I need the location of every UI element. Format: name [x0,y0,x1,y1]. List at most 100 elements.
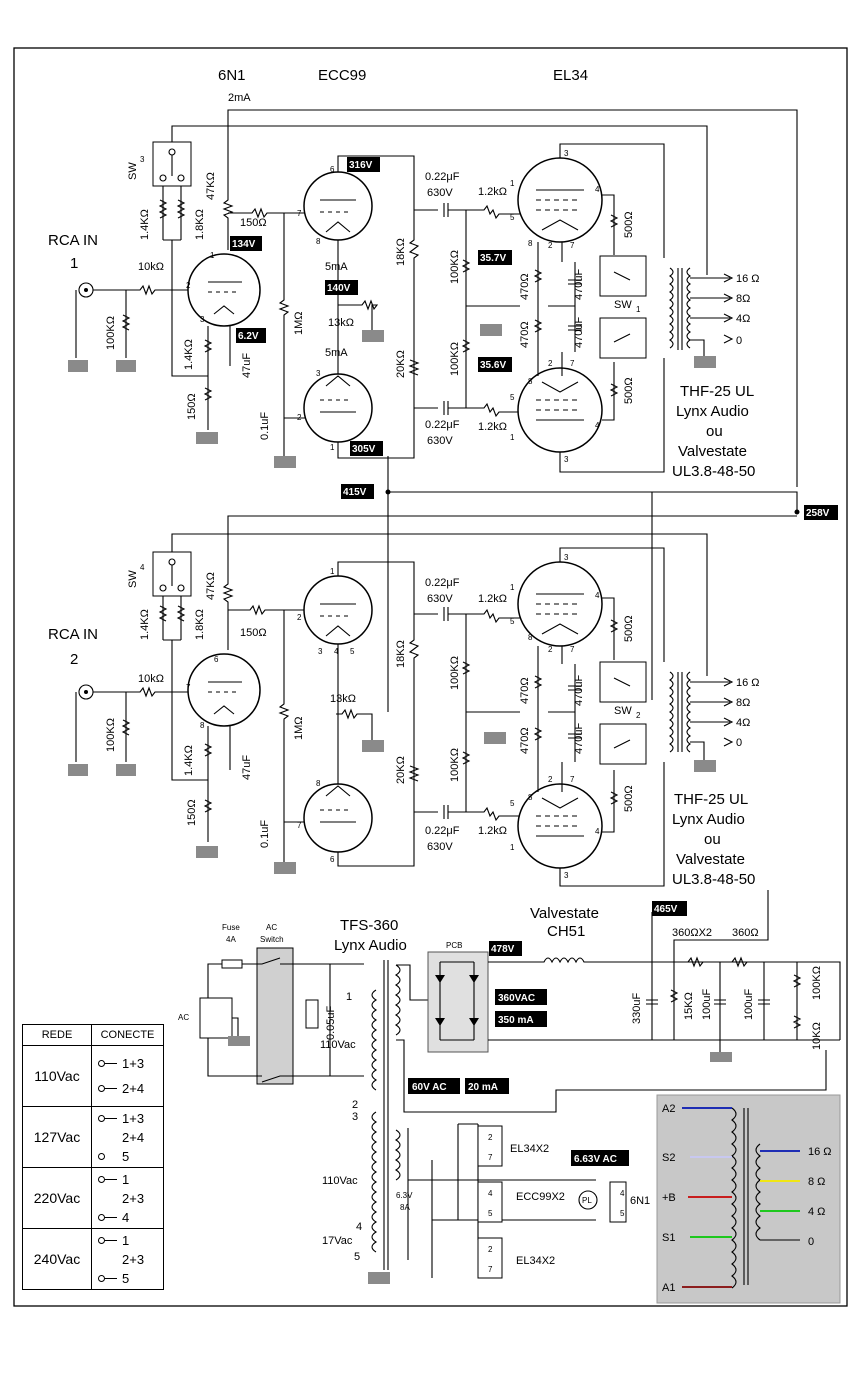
pl-label: PL [582,1196,592,1205]
c-470b-ch2: 470uF [573,723,585,754]
c-01-ch2: 0.1uF [259,820,271,848]
sw1-sub: 1 [636,305,641,314]
svg-text:3: 3 [318,647,323,656]
row-option: 1+3 [122,1110,145,1126]
row-option: 5 [122,1148,130,1164]
svg-text:5: 5 [350,647,355,656]
tap-8-ch2: 8Ω [736,697,750,709]
r-1k4-ch2: 1.4KΩ [139,609,151,640]
pin-3: 3 [352,1111,358,1123]
output-tube-label: EL34 [553,67,588,84]
badge-35-6v: 35.6V [480,360,506,371]
svg-text:8: 8 [200,721,205,730]
pin-4: 4 [356,1221,362,1233]
tap-0-ch2: 0 [736,737,742,749]
r-360-label: 360Ω [732,927,759,939]
sw3-sub: 3 [140,155,145,164]
r-360x2-label: 360ΩX2 [672,927,712,939]
driver-tube-label: ECC99 [318,67,366,84]
rca-in-2-num: 2 [70,651,78,668]
ground-12 [362,740,384,752]
r-10k-psu-label: 10KΩ [811,1022,823,1050]
choke-label2: CH51 [547,923,585,940]
r-470b-ch2: 470Ω [519,727,531,754]
sw2-label: SW [614,705,632,717]
svg-text:7: 7 [186,683,191,692]
ptx-label1: TFS-360 [340,917,398,934]
r-18k-ch2: 18KΩ [395,640,407,668]
svg-text:7: 7 [488,1153,493,1162]
cap-005 [305,999,319,1029]
r-20k-ch2: 20KΩ [395,756,407,784]
svg-text:3: 3 [564,149,569,158]
badge-60vac: 60V AC [412,1082,447,1093]
svg-text:2: 2 [548,775,553,784]
rca-in-2-label: RCA IN [48,626,98,643]
pcb-label: PCB [446,941,462,950]
ground-5 [362,330,384,342]
ptx-label2: Lynx Audio [334,937,407,954]
tap-0-ch1: 0 [736,335,742,347]
input-tube-label: 6N1 [218,67,246,84]
ground-3 [196,432,218,444]
svg-text:7: 7 [570,645,575,654]
r-1m-ch2: 1MΩ [293,716,305,740]
r-150b-ch2: 150Ω [186,799,198,826]
svg-text:3: 3 [564,455,569,464]
ot-ch1-line1: THF-25 UL [680,383,754,400]
secondary-110-label: 110Vac [322,1175,358,1187]
voltage-badges: 316V 134V 140V 6.2V 305V 35.7V 35.6V 415… [230,157,838,1166]
svg-text:5: 5 [510,617,515,626]
c-022a-ch2: 0.22μF [425,577,460,589]
rca-in-1-label: RCA IN [48,232,98,249]
frame [13,47,848,1307]
table-header-rede: REDE [22,1024,92,1046]
svg-text:3: 3 [200,315,205,324]
row-option: 2+4 [122,1129,145,1145]
r-500a-ch1: 500Ω [623,211,635,238]
r-1k2a-ch2: 1.2kΩ [478,593,507,605]
inset-a2: A2 [662,1103,675,1115]
ac-switch[interactable] [256,947,294,1085]
row-option: 2+3 [122,1251,145,1267]
svg-text:2: 2 [548,645,553,654]
svg-text:5: 5 [620,1209,625,1218]
tube-ecc99-upper-ch1 [303,171,373,241]
table-header-conecte: CONECTE [91,1024,164,1046]
row-option: 2+4 [122,1081,145,1096]
current-upper-ch1: 5mA [325,261,348,273]
ground-14 [694,760,716,772]
heater-6-3v: 6.3V [396,1191,413,1200]
svg-text:7: 7 [570,241,575,250]
badge-360vac: 360VAC [498,993,535,1004]
badge-258v: 258V [806,508,830,519]
svg-text:2: 2 [186,281,191,290]
v-630b-ch1: 630V [427,435,453,447]
svg-text:7: 7 [297,821,302,830]
svg-text:7: 7 [570,775,575,784]
svg-text:2: 2 [297,413,302,422]
tube-el34-upper-ch1 [517,157,603,243]
ot-ch1-line2: Lynx Audio [676,403,749,420]
el34x2b-label: EL34X2 [516,1255,555,1267]
badge-20ma: 20 mA [468,1082,498,1093]
inset-a1: A1 [662,1282,675,1294]
ot-ch2-line5: UL3.8-48-50 [672,871,755,888]
v-630a-ch2: 630V [427,593,453,605]
fuse-label: Fuse [222,923,240,932]
n6n1-label: 6N1 [630,1195,650,1207]
iec-inlet[interactable] [199,997,233,1039]
mains-connection-table: REDE CONECTE 110Vac 1+3 2+4 127Vac 1+3 2… [22,1024,164,1290]
r-13k-ch1: 13kΩ [328,317,354,329]
r-150b-ch1: 150Ω [186,393,198,420]
inset-s2: S2 [662,1152,675,1164]
cap-005-label: 0.05uF [325,1005,337,1040]
primary-110-label: 110Vac [320,1039,356,1051]
table-row: 110Vac 1+3 2+4 [22,1045,164,1107]
ground-9 [116,764,136,776]
badge-350ma: 350 mA [498,1015,534,1026]
c-470a-ch2: 470uF [573,675,585,706]
badge-415v: 415V [343,487,367,498]
ground-10 [196,846,218,858]
r-15k-label: 15KΩ [683,992,695,1020]
